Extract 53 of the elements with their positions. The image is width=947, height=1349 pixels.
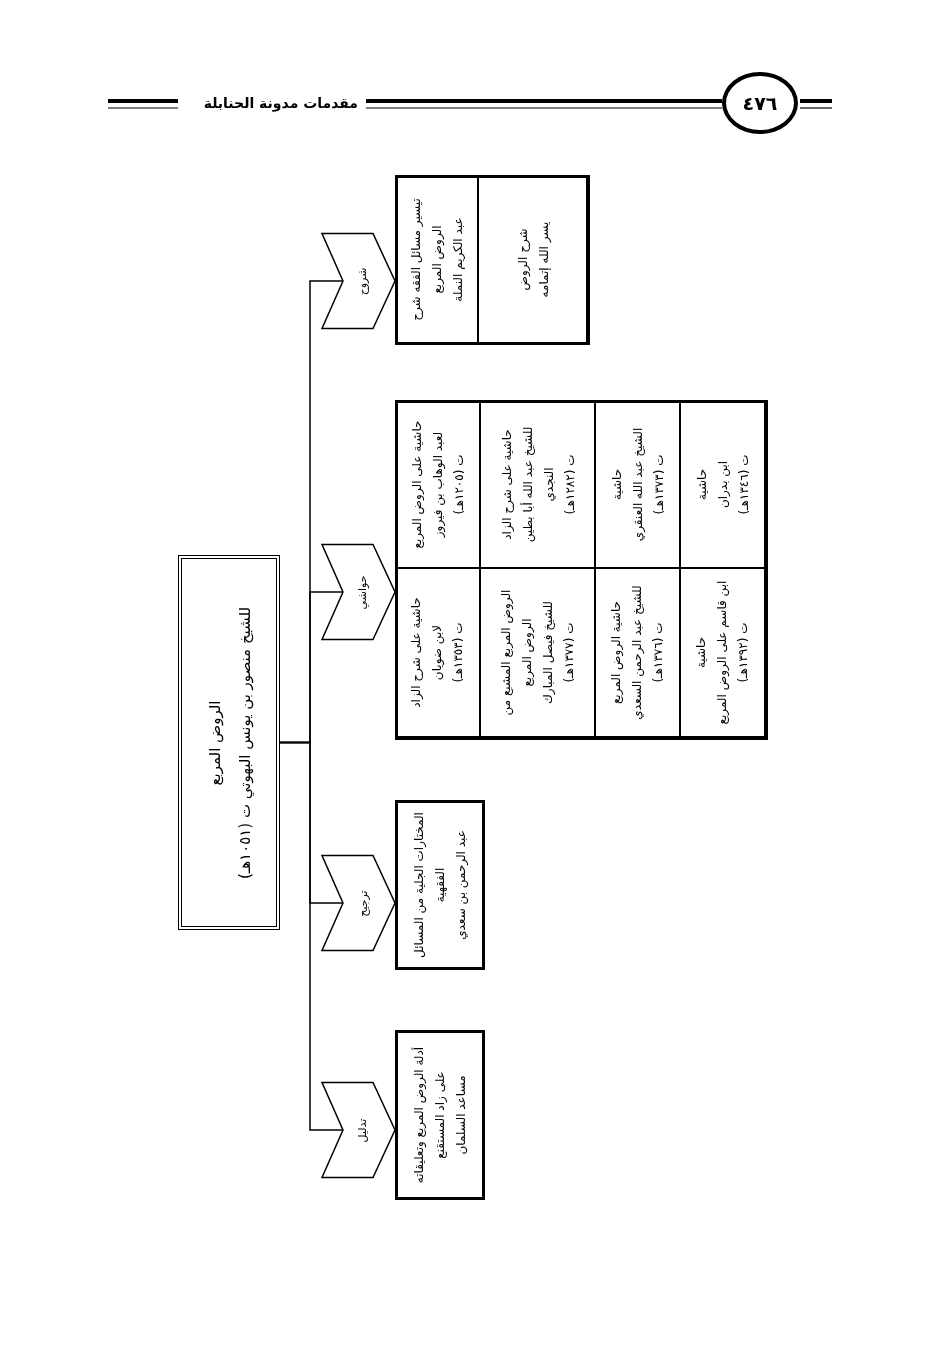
entry-text: حاشية <box>608 468 624 500</box>
entry-text: المختارات الجلية من المسائل الفقهية <box>410 811 448 959</box>
text-box <box>395 800 485 970</box>
table-cell <box>395 568 480 737</box>
entry-text: حاشية على الروض المربع <box>408 420 425 548</box>
entry-text: حاشية الروض المربع <box>608 601 624 704</box>
entry-text: ت (١٣٩٢هـ) <box>735 622 751 683</box>
title-text: الروض المربع <box>204 700 225 785</box>
edge-label: ترجيح <box>356 889 370 917</box>
entry-text: أدلة الروض المربع وتعليقاته على زاد المستقنع <box>410 1045 448 1186</box>
entry-text: تيسير مسائل الفقه شرح الروض المربع <box>407 196 445 323</box>
entry-text: حاشية <box>693 636 709 669</box>
table-cell <box>680 568 765 737</box>
entry-text: للشيخ عبد الله أبا بطين النجدي <box>518 425 557 544</box>
entry-text: ت (١٢٠٥هـ) <box>450 453 466 515</box>
entry-text: ت (١٣٧٣هـ) <box>650 453 666 515</box>
entry-text: يسر الله إتمامه <box>534 221 552 297</box>
entry-text: حاشية <box>693 468 709 500</box>
table-cell <box>595 568 680 737</box>
table-cell <box>680 400 765 568</box>
entry-text: للشيخ منصور بن يونس البهوتي ت (١٠٥١هـ) <box>234 606 255 879</box>
entry-text: ت (١٣٥٣هـ) <box>450 622 466 683</box>
entry-text: حاشية على شرح الزاد <box>497 428 515 540</box>
edge-label: تدليل <box>356 1118 370 1142</box>
page-number: ٤٧٦ <box>722 72 798 134</box>
table-cell <box>395 400 480 568</box>
entry-text: ت (١٣٧٧هـ) <box>560 622 577 683</box>
entry-text: ابن بدران <box>714 460 731 508</box>
table-frame <box>395 175 590 345</box>
table-cell <box>478 175 587 343</box>
entry-text: شرح الروض <box>513 227 531 291</box>
entry-text: لعبد الوهاب بن فيروز <box>429 431 446 537</box>
entry-text: ابن قاسم على الروض المربع <box>714 580 730 725</box>
table-frame <box>395 400 768 740</box>
entry-text: لابن ضويان <box>429 624 445 681</box>
entry-text: حاشية على شرح الزاد <box>408 597 424 708</box>
entry-text: مساعد السلمان <box>452 1075 469 1155</box>
edge-label: حواشي <box>356 575 370 609</box>
table-cell <box>480 568 595 737</box>
title-box <box>178 555 280 930</box>
table-cell <box>595 400 680 568</box>
entry-text: عبد الرحمن بن سعدي <box>452 830 469 940</box>
entry-text: الروض المربع المشبع من الروض المربع <box>497 588 535 718</box>
entry-text: ت (١٣٤٦هـ) <box>735 453 751 515</box>
table-cell <box>480 400 595 568</box>
text-box <box>395 1030 485 1200</box>
entry-text: ت (١٢٨٢هـ) <box>560 453 577 515</box>
edge-label: شروح <box>356 267 370 295</box>
entry-text: للشيخ فيصل المبارك <box>539 600 556 705</box>
entry-text: ت (١٣٧٦هـ) <box>650 622 666 683</box>
entry-text: الشيخ عبد الله العنقري <box>629 427 646 541</box>
entry-text: عبد الكريم النملة <box>449 216 466 302</box>
entry-text: للشيخ عبد الرحمن السعدي <box>629 585 645 720</box>
